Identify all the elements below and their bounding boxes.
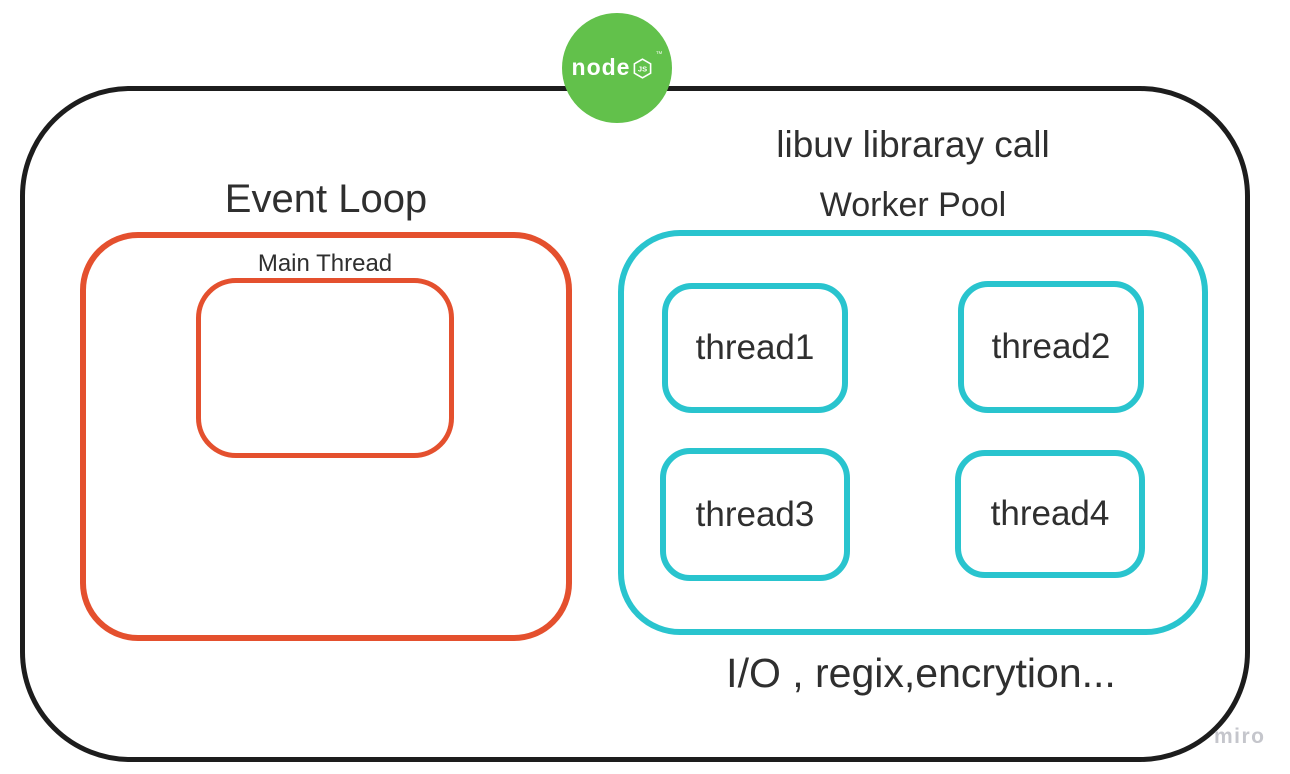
thread-box-2: thread2 xyxy=(958,281,1144,413)
thread-box-4: thread4 xyxy=(955,450,1145,578)
nodejs-logo-text: node xyxy=(571,53,631,80)
io-tasks-caption: I/O , regix,encrytion... xyxy=(726,650,1116,696)
main-thread-box xyxy=(196,278,454,458)
libuv-heading: libuv libraray call xyxy=(776,124,1050,165)
js-hexagon-icon: JS xyxy=(634,57,652,79)
event-loop-title: Event Loop xyxy=(224,177,428,221)
nodejs-badge: node JS ™ xyxy=(562,13,672,123)
worker-pool-box xyxy=(618,230,1208,635)
main-thread-label: Main Thread xyxy=(257,250,393,277)
worker-pool-title: Worker Pool xyxy=(819,186,1007,224)
thread-box-1: thread1 xyxy=(662,283,848,413)
trademark-symbol: ™ xyxy=(655,51,663,58)
thread-box-3: thread3 xyxy=(660,448,850,581)
miro-watermark: miro xyxy=(1214,725,1266,748)
svg-text:JS: JS xyxy=(638,64,647,73)
event-loop-box xyxy=(80,232,572,641)
